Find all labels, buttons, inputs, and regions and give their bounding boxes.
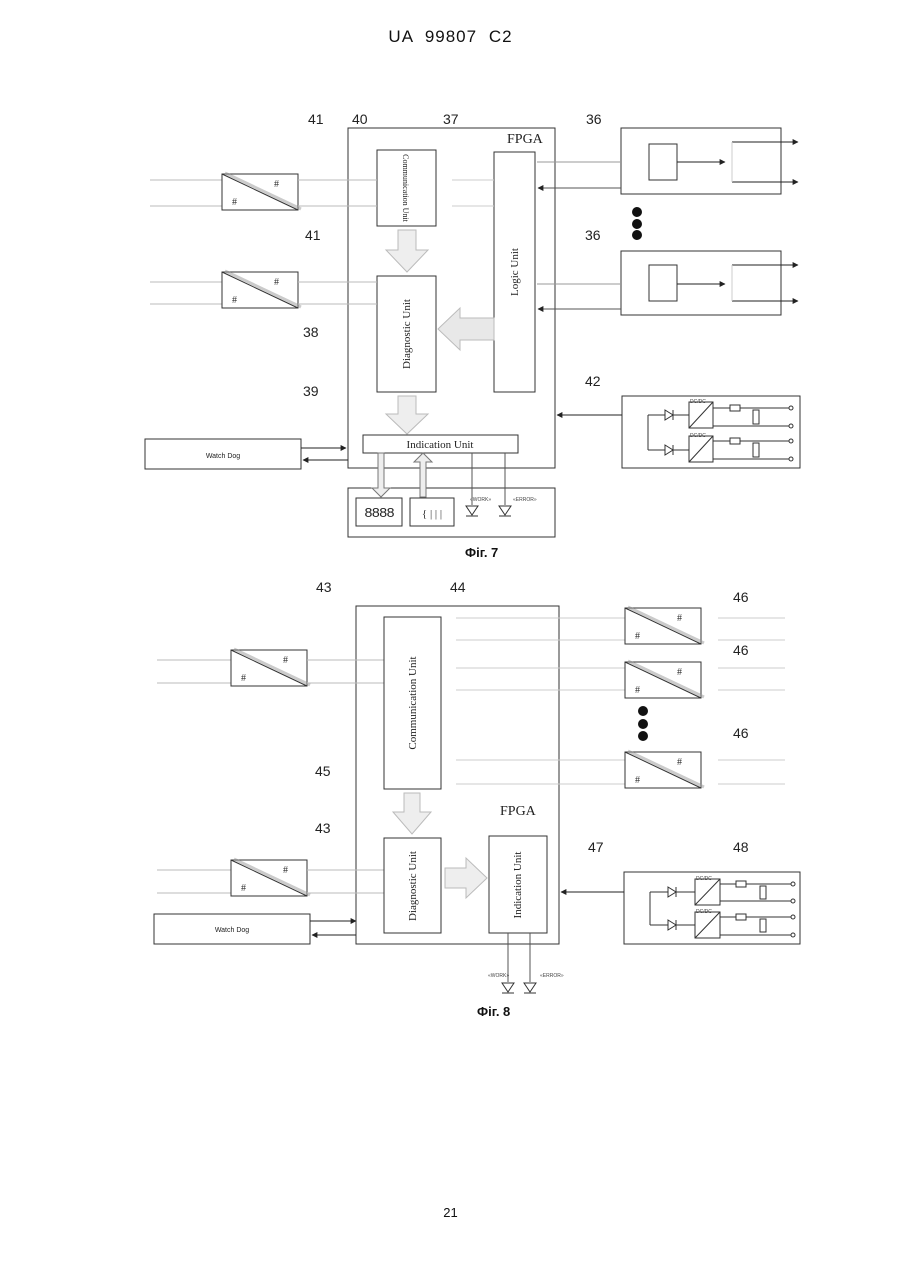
ref-39: 39: [303, 383, 319, 399]
figure-8: FPGA 43 44 46 46 46 45 43 47 48 Communic…: [154, 579, 800, 1019]
logic-unit-label: Logic Unit: [509, 248, 521, 296]
ref-46: 46: [733, 642, 749, 658]
ref-40: 40: [352, 111, 368, 127]
ref-36: 36: [586, 111, 602, 127]
ref-41: 41: [308, 111, 324, 127]
dcdc-label: DC/DC: [696, 909, 712, 915]
ref-46: 46: [733, 725, 749, 741]
ref-45: 45: [315, 763, 331, 779]
ref-48: 48: [733, 839, 749, 855]
ref-43: 43: [316, 579, 332, 595]
ref-41: 41: [305, 227, 321, 243]
power-supply-module: DC/DC DC/DC: [561, 872, 800, 944]
diagnostic-unit-label: Diagnostic Unit: [401, 299, 413, 369]
display-digits: 8888: [364, 506, 394, 522]
ref-37: 37: [443, 111, 459, 127]
fpga-label: FPGA: [500, 804, 537, 819]
indication-unit-label: Indication Unit: [407, 439, 474, 451]
watchdog-label: Watch Dog: [215, 927, 249, 934]
figure-7: FPGA 41 40 37 36 41 36 38 39 42 Communic…: [145, 111, 800, 560]
led-label: «WORK»: [488, 973, 509, 979]
ref-43: 43: [315, 820, 331, 836]
dcdc-label: DC/DC: [690, 433, 706, 439]
led-label: «WORK»: [470, 497, 491, 503]
ref-44: 44: [450, 579, 466, 595]
power-supply-module: DC/DC DC/DC: [557, 396, 800, 468]
converter-block: [150, 173, 348, 210]
dcdc-label: DC/DC: [696, 876, 712, 882]
converter-block: [150, 271, 348, 308]
indication-unit-label: Indication Unit: [512, 852, 524, 919]
converter-block: [157, 859, 384, 896]
output-module: [537, 128, 798, 194]
communication-unit-label: Communication Unit: [407, 656, 419, 749]
watchdog-label: Watch Dog: [206, 453, 240, 460]
led-label: «ERROR»: [540, 973, 564, 979]
converter-block: [157, 649, 384, 686]
page-number: 21: [0, 1205, 901, 1220]
communication-unit-label: Communication Unit: [401, 154, 410, 223]
ref-42: 42: [585, 373, 601, 389]
svg-text:{ | | |: { | | |: [422, 508, 442, 520]
ref-36: 36: [585, 227, 601, 243]
ref-38: 38: [303, 324, 319, 340]
diagnostic-unit-label: Diagnostic Unit: [407, 851, 419, 921]
led-indicator: «WORK»: [488, 973, 514, 993]
figure-caption: Фіг. 7: [465, 545, 498, 560]
fpga-label: FPGA: [507, 132, 544, 147]
figure-caption: Фіг. 8: [477, 1004, 510, 1019]
dcdc-label: DC/DC: [690, 399, 706, 405]
output-module: [537, 251, 798, 315]
led-label: «ERROR»: [513, 497, 537, 503]
ref-46: 46: [733, 589, 749, 605]
ref-47: 47: [588, 839, 604, 855]
